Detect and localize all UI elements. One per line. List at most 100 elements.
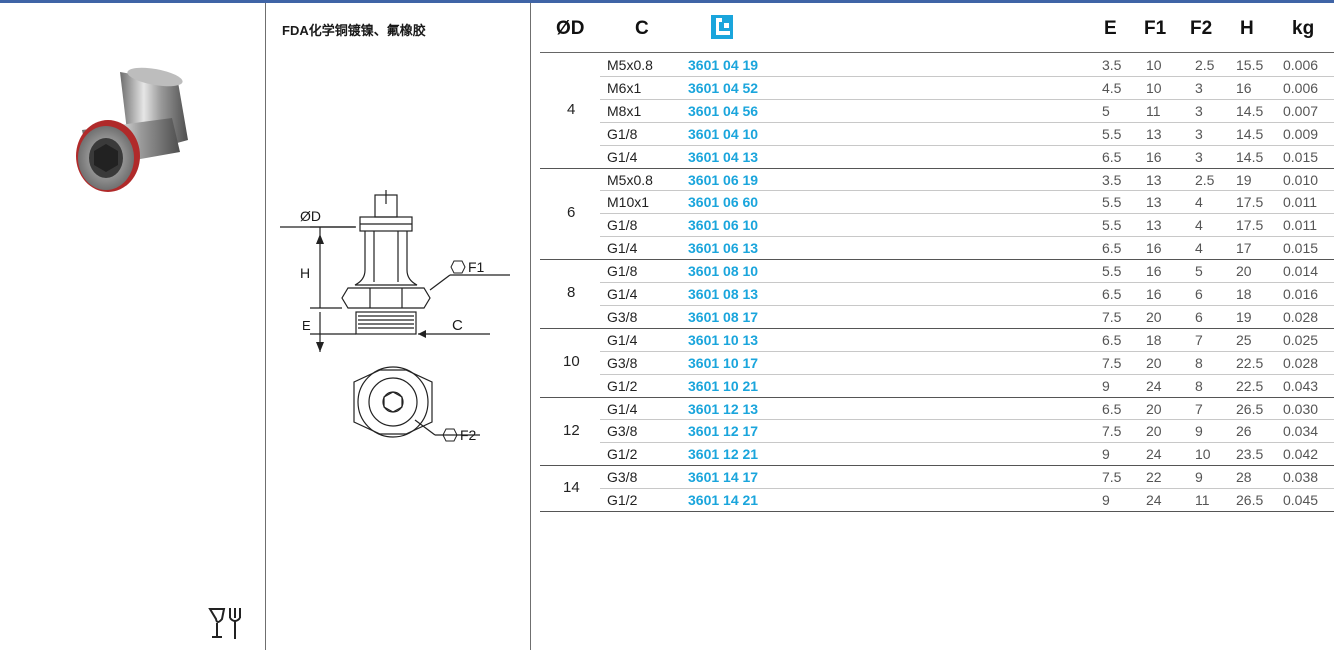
dim-h-cell: 19 bbox=[1236, 308, 1252, 325]
dim-f1-cell: 11 bbox=[1146, 102, 1161, 119]
food-safe-icon bbox=[208, 608, 241, 639]
dim-f2-cell: 7 bbox=[1195, 331, 1203, 348]
part-number-cell: 3601 14 17 bbox=[688, 469, 759, 486]
diameter-cell: 8 bbox=[567, 284, 576, 302]
header-od: ØD bbox=[556, 18, 585, 39]
dim-f1-cell: 20 bbox=[1146, 354, 1162, 371]
part-number-cell: 3601 12 17 bbox=[688, 423, 759, 440]
drawing-label-f2: F2 bbox=[460, 427, 477, 443]
header-f2: F2 bbox=[1190, 18, 1213, 39]
thread-cell: M10x1 bbox=[607, 194, 650, 211]
row-divider bbox=[600, 144, 1334, 146]
dim-f1-cell: 13 bbox=[1146, 194, 1162, 211]
dim-f2-cell: 7 bbox=[1195, 400, 1203, 417]
dim-f1-cell: 13 bbox=[1146, 171, 1162, 188]
dim-f1-cell: 16 bbox=[1146, 240, 1162, 257]
dim-kg-cell: 0.045 bbox=[1283, 492, 1319, 509]
header-rule bbox=[540, 52, 1334, 53]
dim-h-cell: 20 bbox=[1236, 263, 1252, 280]
drawing-label-c: C bbox=[452, 317, 463, 334]
part-number-cell: 3601 10 17 bbox=[688, 354, 759, 371]
dim-f2-cell: 3 bbox=[1195, 125, 1203, 142]
dim-kg-cell: 0.028 bbox=[1283, 308, 1319, 325]
thread-cell: G3/8 bbox=[607, 469, 638, 486]
dim-kg-cell: 0.042 bbox=[1283, 446, 1319, 463]
dim-e-cell: 7.5 bbox=[1102, 469, 1122, 486]
dim-f2-cell: 4 bbox=[1195, 194, 1203, 211]
dim-e-cell: 5.5 bbox=[1102, 125, 1122, 142]
part-number-cell: 3601 08 13 bbox=[688, 286, 759, 302]
dim-e-cell: 6.5 bbox=[1102, 286, 1122, 302]
dim-h-cell: 17.5 bbox=[1236, 217, 1264, 234]
dim-kg-cell: 0.015 bbox=[1283, 148, 1319, 165]
technical-drawing bbox=[280, 190, 510, 438]
header-e: E bbox=[1104, 18, 1117, 39]
dim-h-cell: 26.5 bbox=[1236, 400, 1264, 417]
product-photo bbox=[76, 67, 188, 192]
part-number-cell: 3601 04 56 bbox=[688, 102, 759, 119]
row-divider bbox=[600, 419, 1334, 421]
row-divider bbox=[600, 121, 1334, 123]
dim-kg-cell: 0.006 bbox=[1283, 79, 1319, 96]
dim-f2-cell: 3 bbox=[1195, 102, 1203, 119]
dim-e-cell: 7.5 bbox=[1102, 354, 1122, 371]
drawing-label-e: E bbox=[302, 318, 311, 333]
thread-cell: G1/2 bbox=[607, 492, 638, 509]
product-description: FDA化学铜镀镍、氟橡胶 bbox=[282, 23, 426, 38]
dim-e-cell: 6.5 bbox=[1102, 148, 1122, 165]
thread-cell: G1/4 bbox=[607, 331, 638, 348]
dim-h-cell: 23.5 bbox=[1236, 446, 1264, 463]
header-h: H bbox=[1240, 18, 1254, 39]
dim-kg-cell: 0.009 bbox=[1283, 125, 1319, 142]
part-number-cell: 3601 14 21 bbox=[688, 492, 759, 509]
dim-h-cell: 15.5 bbox=[1236, 57, 1264, 73]
diameter-cell: 6 bbox=[567, 204, 576, 222]
dim-e-cell: 3.5 bbox=[1102, 57, 1122, 73]
dim-f2-cell: 6 bbox=[1195, 308, 1203, 325]
dim-f2-cell: 9 bbox=[1195, 469, 1203, 486]
thread-cell: G3/8 bbox=[607, 423, 638, 440]
dim-h-cell: 28 bbox=[1236, 469, 1252, 486]
dim-h-cell: 18 bbox=[1236, 286, 1252, 302]
part-number-cell: 3601 04 19 bbox=[688, 57, 759, 73]
dim-f1-cell: 20 bbox=[1146, 400, 1162, 417]
dim-kg-cell: 0.011 bbox=[1283, 194, 1317, 211]
row-divider bbox=[600, 98, 1334, 100]
group-divider bbox=[540, 167, 1334, 169]
thread-cell: G1/4 bbox=[607, 148, 638, 165]
dim-f1-cell: 22 bbox=[1146, 469, 1162, 486]
thread-cell: M5x0.8 bbox=[607, 171, 653, 188]
dim-f1-cell: 18 bbox=[1146, 331, 1162, 348]
dim-h-cell: 14.5 bbox=[1236, 102, 1264, 119]
dim-kg-cell: 0.016 bbox=[1283, 286, 1319, 302]
legris-logo-icon bbox=[711, 15, 733, 39]
part-number-cell: 3601 06 19 bbox=[688, 171, 759, 188]
thread-cell: G1/8 bbox=[607, 125, 638, 142]
dim-f1-cell: 24 bbox=[1146, 446, 1162, 463]
dim-kg-cell: 0.043 bbox=[1283, 377, 1319, 394]
row-divider bbox=[600, 236, 1334, 238]
dim-f1-cell: 20 bbox=[1146, 423, 1162, 440]
dim-e-cell: 5.5 bbox=[1102, 263, 1122, 280]
dim-h-cell: 26 bbox=[1236, 423, 1252, 440]
dim-f2-cell: 10 bbox=[1195, 446, 1211, 463]
thread-cell: M6x1 bbox=[607, 79, 642, 96]
hex-symbol-icon bbox=[450, 260, 466, 274]
dim-e-cell: 9 bbox=[1102, 377, 1110, 394]
part-number-cell: 3601 04 52 bbox=[688, 79, 759, 96]
thread-cell: G1/4 bbox=[607, 286, 638, 302]
part-number-cell: 3601 12 21 bbox=[688, 446, 759, 463]
dim-f2-cell: 4 bbox=[1195, 240, 1203, 257]
dim-f1-cell: 24 bbox=[1146, 492, 1162, 509]
dim-e-cell: 5.5 bbox=[1102, 217, 1122, 234]
dim-h-cell: 17 bbox=[1236, 240, 1252, 257]
dim-f2-cell: 3 bbox=[1195, 79, 1203, 96]
thread-cell: M5x0.8 bbox=[607, 57, 653, 73]
group-divider bbox=[540, 511, 1334, 512]
row-divider bbox=[600, 190, 1334, 192]
dim-e-cell: 4.5 bbox=[1102, 79, 1122, 96]
dim-f2-cell: 8 bbox=[1195, 354, 1203, 371]
dim-e-cell: 9 bbox=[1102, 446, 1110, 463]
dim-e-cell: 6.5 bbox=[1102, 400, 1122, 417]
header-kg: kg bbox=[1292, 18, 1315, 39]
